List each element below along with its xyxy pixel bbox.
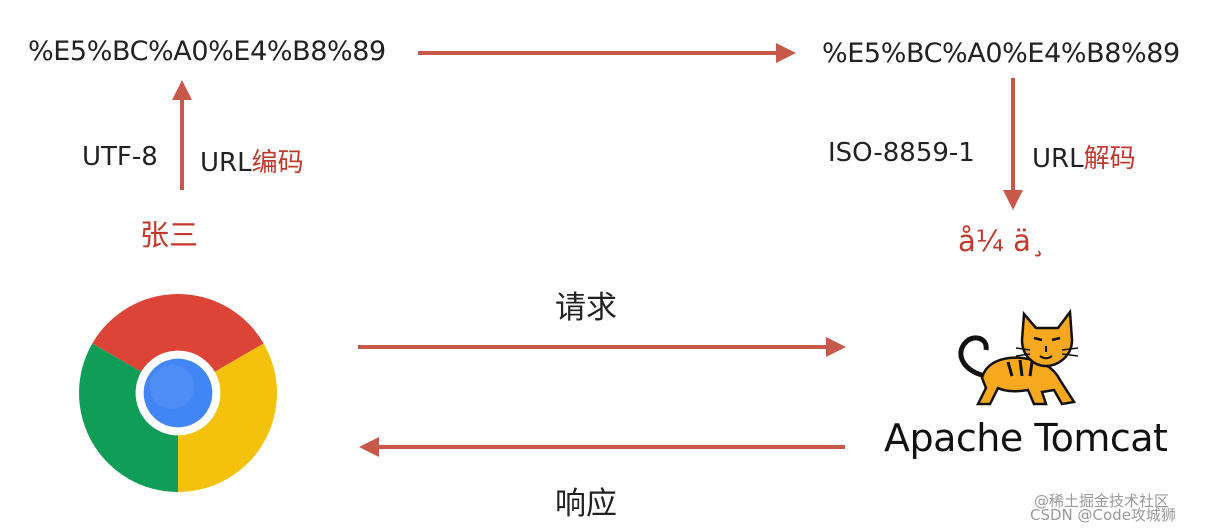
request-label: 请求 [555, 290, 617, 326]
chrome-browser-icon [79, 294, 277, 492]
garbled-text: å¼ ä¸ [958, 224, 1046, 258]
watermark-juejin: @稀土掘金技术社区 [1034, 492, 1170, 510]
left-encoded-text: %E5%BC%A0%E4%B8%89 [28, 36, 386, 67]
original-text: 张三 [140, 218, 199, 252]
left-op-prefix: URL [200, 148, 252, 178]
right-charset-label: ISO-8859-1 [828, 138, 975, 168]
watermark-csdn: CSDN @Code攻城狮 [1030, 506, 1176, 524]
apache-tomcat-text: Apache Tomcat [884, 416, 1168, 460]
response-label: 响应 [555, 486, 617, 522]
right-encoded-text: %E5%BC%A0%E4%B8%89 [822, 38, 1180, 69]
left-operation-label: URL编码 [200, 142, 304, 179]
left-charset-label: UTF-8 [82, 142, 158, 172]
right-op-prefix: URL [1032, 144, 1084, 174]
right-operation-label: URL解码 [1032, 138, 1136, 175]
apache-tomcat-logo [958, 308, 1079, 406]
left-op-suffix: 编码 [251, 148, 304, 178]
right-op-suffix: 解码 [1083, 144, 1136, 174]
